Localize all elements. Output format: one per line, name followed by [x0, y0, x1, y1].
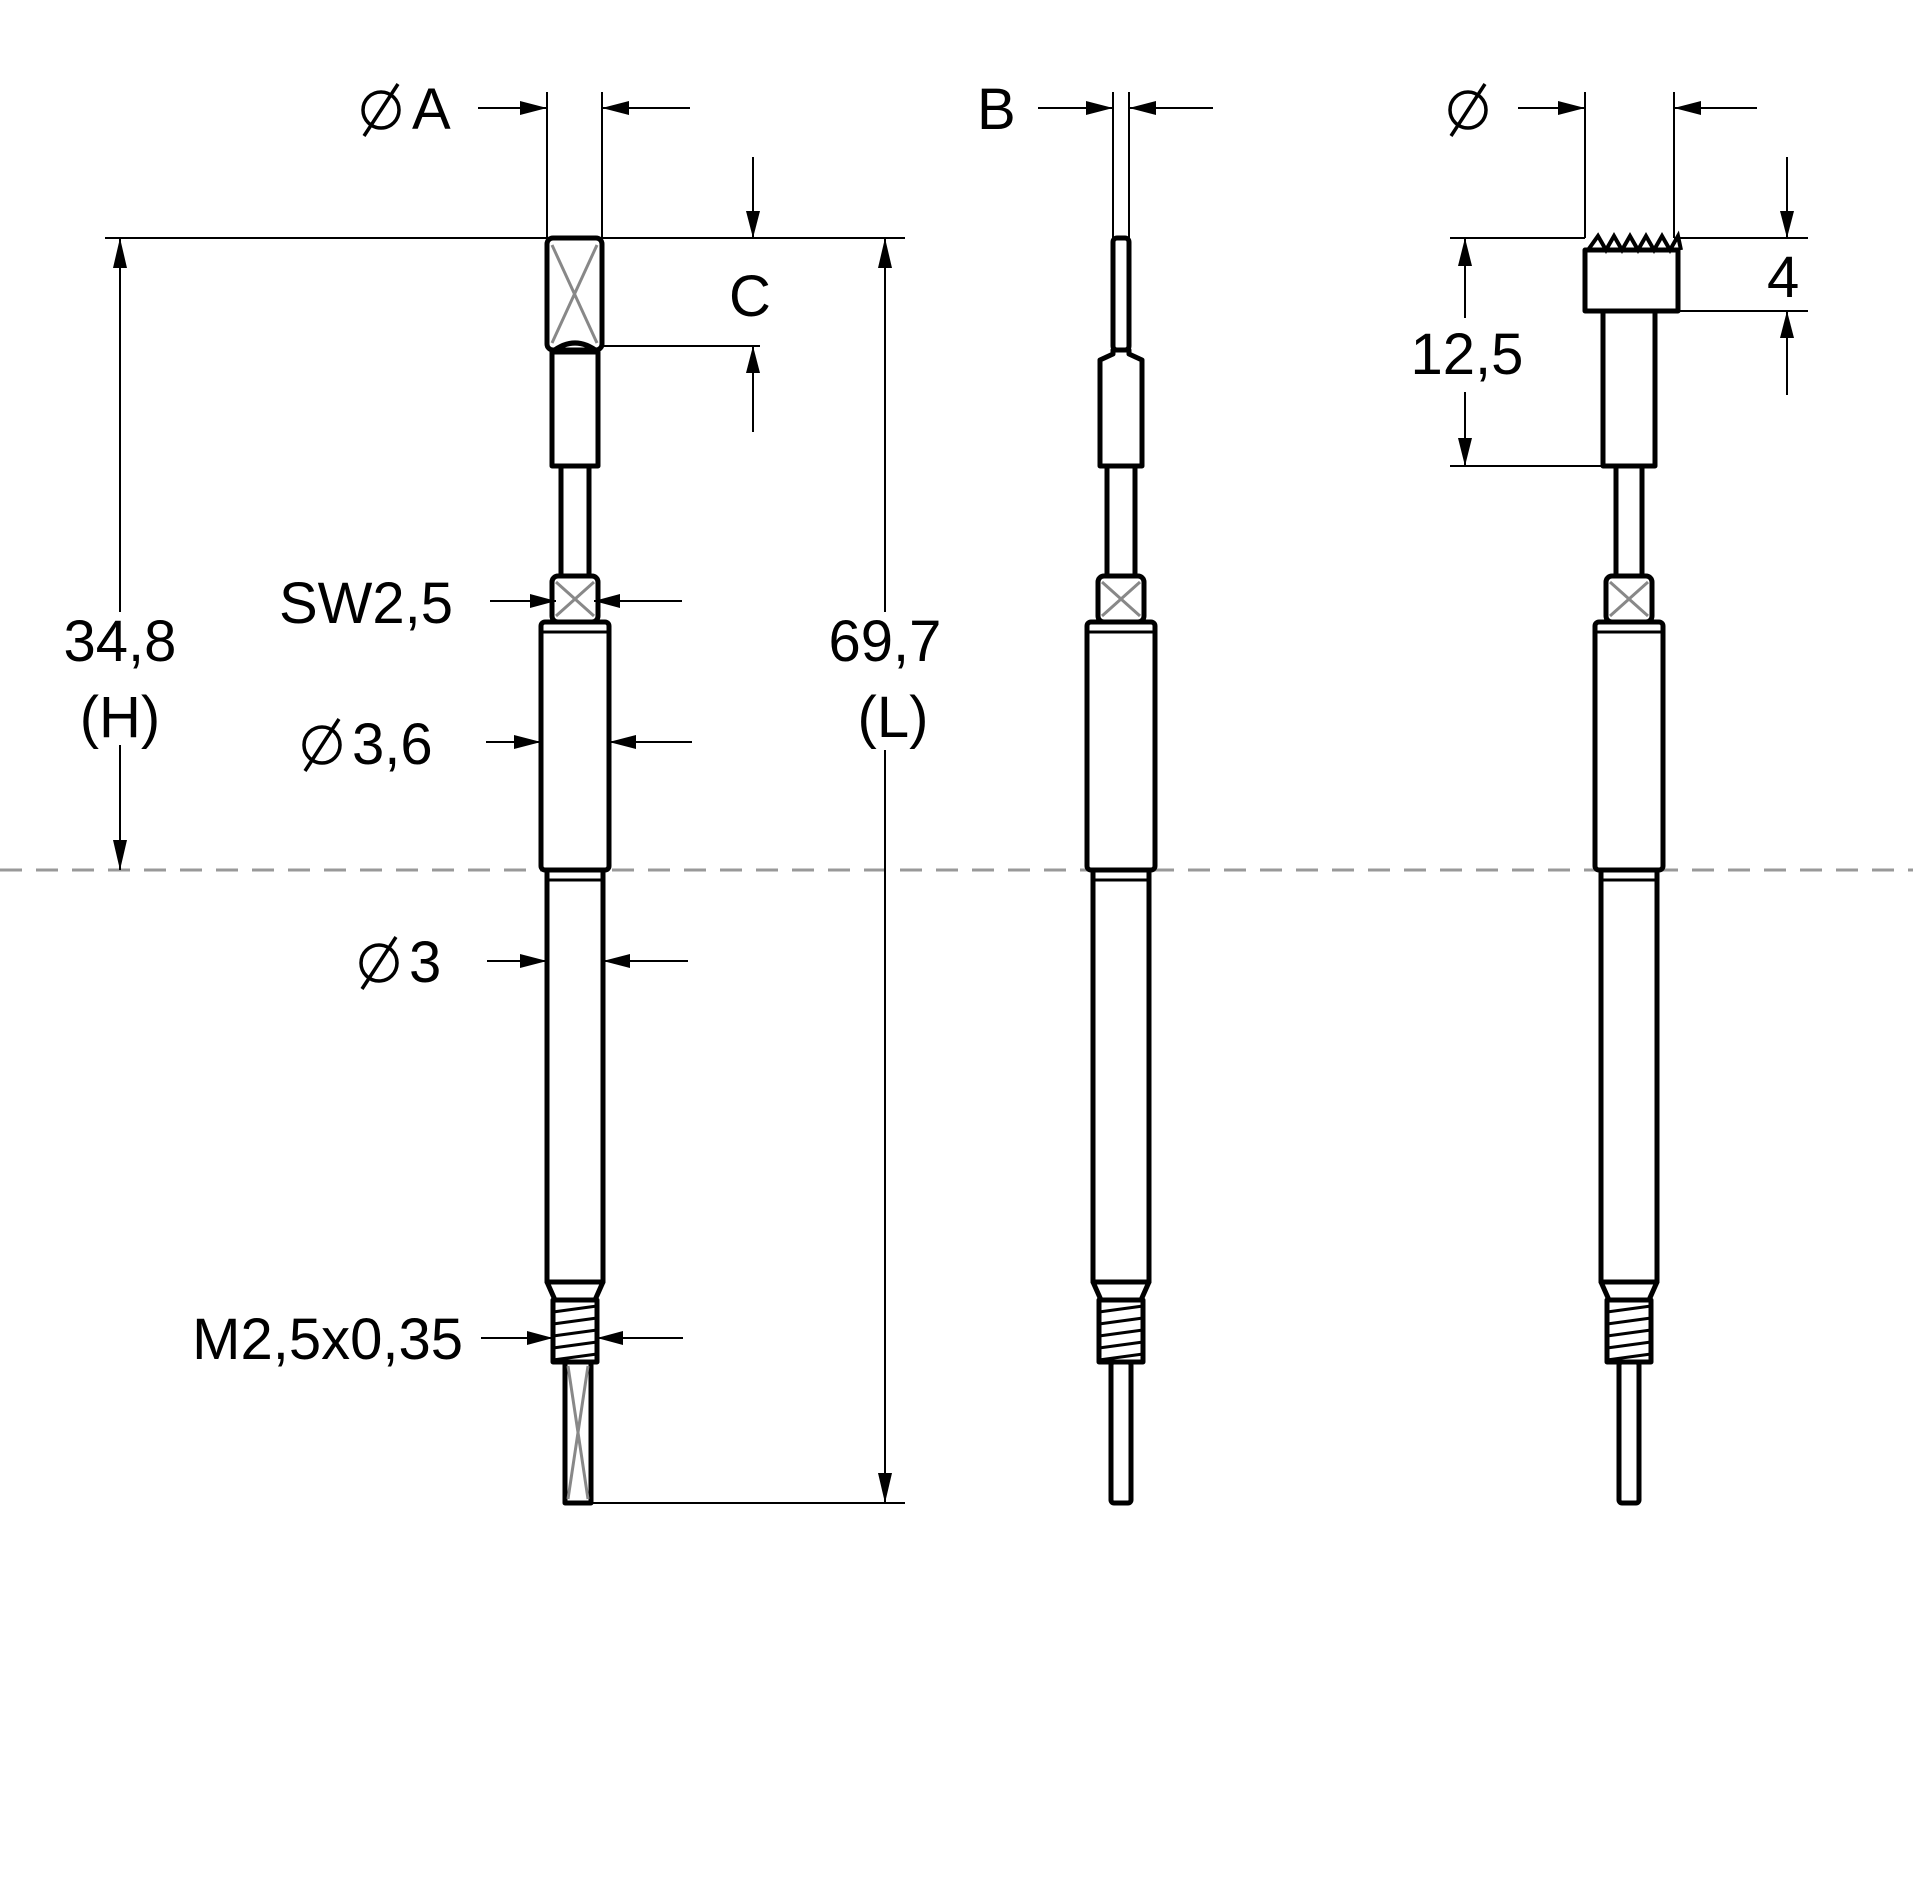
right-view — [1450, 92, 1808, 1506]
label-h-value: 34,8 — [64, 609, 177, 674]
label-h-name: (H) — [80, 685, 161, 750]
label-dia-3-6: 3,6 — [352, 712, 433, 777]
middle-view — [1038, 92, 1213, 1506]
diameter-icon-3 — [359, 935, 399, 991]
diameter-icon-3-6 — [302, 717, 342, 773]
label-thread: M2,5x0,35 — [192, 1307, 463, 1372]
label-dia-3: 3 — [409, 930, 441, 995]
label-4: 4 — [1767, 245, 1799, 310]
label-b: B — [977, 77, 1016, 142]
label-l-value: 69,7 — [829, 609, 942, 674]
diameter-icon-a — [361, 82, 401, 138]
left-view — [105, 92, 905, 1506]
label-dia-a: A — [412, 77, 451, 142]
label-sw: SW2,5 — [279, 571, 453, 636]
label-12-5: 12,5 — [1411, 322, 1524, 387]
label-c: C — [729, 264, 771, 329]
diameter-icon-right — [1448, 82, 1488, 138]
label-l-name: (L) — [858, 685, 929, 750]
